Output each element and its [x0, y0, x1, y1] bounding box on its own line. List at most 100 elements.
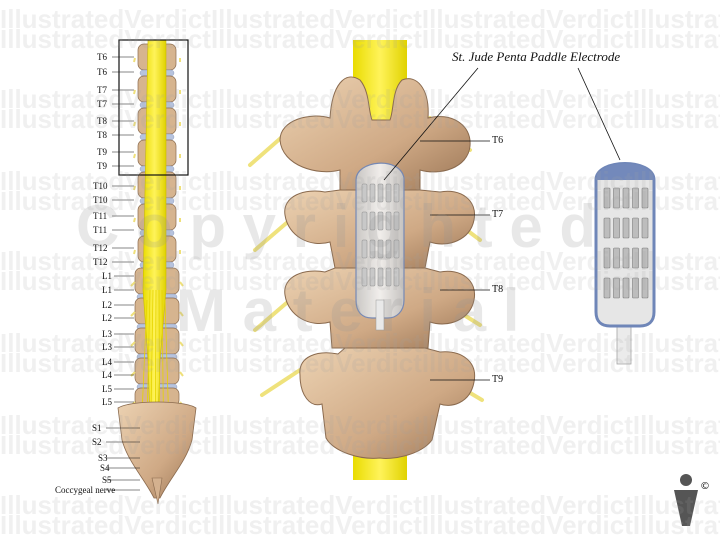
watermark-row: IllustratedVerdictIllustratedVerdictIllu… — [0, 4, 720, 34]
implanted-contact — [377, 211, 384, 231]
label-t10-lower: T10 — [93, 195, 108, 205]
label-t12-upper: T12 — [93, 243, 108, 253]
label-t7-upper: T7 — [97, 85, 107, 95]
label-l4-upper: L4 — [102, 357, 112, 367]
watermark-row: IllustratedVerdictIllustratedVerdictIllu… — [0, 348, 720, 378]
electrode-contact — [641, 187, 649, 209]
electrode-contact — [622, 247, 630, 269]
watermark-row: IllustratedVerdictIllustratedVerdictIllu… — [0, 430, 720, 460]
nerve-root — [133, 57, 136, 63]
label-s4: S4 — [100, 463, 110, 473]
implanted-contact — [361, 183, 368, 203]
electrode-contact — [622, 277, 630, 299]
label-l1-lower: L1 — [102, 285, 112, 295]
implanted-contact — [393, 267, 400, 287]
nerve-root — [179, 311, 184, 317]
implanted-contacts — [361, 183, 400, 287]
nerve-root — [133, 121, 136, 127]
watermark-row: IllustratedVerdictIllustratedVerdictIllu… — [0, 24, 720, 54]
implanted-contact — [385, 239, 392, 259]
electrode-contact — [603, 277, 611, 299]
implanted-contact — [377, 239, 384, 259]
label-t8-lower: T8 — [97, 130, 107, 140]
watermark-row: IllustratedVerdictIllustratedVerdictIllu… — [0, 246, 720, 276]
label-l2-upper: L2 — [102, 300, 112, 310]
detail-vertebra-t6 — [279, 76, 471, 191]
label-l5-lower: L5 — [102, 397, 112, 407]
electrode-tip-cap — [596, 163, 654, 180]
label-l2-lower: L2 — [102, 313, 112, 323]
full-spine — [117, 39, 197, 505]
implanted-contact — [361, 239, 368, 259]
illustrated-verdict-logo — [674, 474, 698, 526]
implanted-contact — [369, 211, 376, 231]
electrode-contact — [632, 247, 639, 269]
nerve-root — [133, 217, 136, 223]
implanted-contact — [369, 239, 376, 259]
implanted-contact — [393, 183, 400, 203]
watermark-row: IllustratedVerdictIllustratedVerdictIllu… — [0, 490, 720, 520]
coccyx — [151, 477, 163, 505]
label-t12-lower: T12 — [93, 257, 108, 267]
implanted-paddle-electrode — [355, 162, 405, 331]
electrode-contact — [641, 217, 649, 239]
electrode-contact — [613, 217, 620, 239]
detail-label-t8: T8 — [492, 284, 504, 295]
label-t11-upper: T11 — [93, 211, 108, 221]
nerve-root — [130, 281, 136, 287]
implanted-contact — [385, 267, 392, 287]
implanted-contact — [369, 267, 376, 287]
nerve-root — [179, 281, 184, 287]
electrode-contact — [613, 187, 620, 209]
region-highlight-box — [118, 39, 189, 176]
electrode-contact — [603, 247, 611, 269]
sacrum — [117, 401, 197, 499]
label-l1-upper: L1 — [102, 271, 112, 281]
label-coccygeal-nerve: Coccygeal nerve — [55, 485, 116, 495]
electrode-contact — [613, 247, 620, 269]
nerve-root — [130, 311, 136, 317]
electrode-contact — [603, 217, 611, 239]
paddle-electrode — [594, 162, 656, 365]
leader-lines — [383, 67, 621, 381]
watermark-row: IllustratedVerdictIllustratedVerdictIllu… — [0, 328, 720, 358]
implanted-contact — [385, 211, 392, 231]
electrode-contact — [632, 187, 639, 209]
nerve-root — [133, 249, 136, 255]
spine-leader-lines — [106, 56, 140, 491]
label-t10-upper: T10 — [93, 181, 108, 191]
label-l4-lower: L4 — [102, 370, 112, 380]
electrode-contact — [613, 277, 620, 299]
detail-spine — [248, 40, 484, 480]
label-t6-lower: T6 — [97, 67, 107, 77]
implanted-contact — [385, 183, 392, 203]
watermark-copyrighted: C o p y r i g h t e d — [76, 193, 597, 260]
label-t9-lower: T9 — [97, 161, 107, 171]
watermark-row: IllustratedVerdictIllustratedVerdictIllu… — [0, 84, 720, 114]
electrode-contacts — [603, 187, 649, 299]
nerve-root — [130, 341, 136, 347]
implanted-contact — [393, 239, 400, 259]
nerve-root — [130, 371, 136, 377]
detail-label-t9: T9 — [492, 374, 504, 385]
detail-label-t7: T7 — [492, 209, 504, 220]
label-l3-lower: L3 — [102, 342, 112, 352]
label-t7-lower: T7 — [97, 99, 107, 109]
watermark-material: M a t e r i a l — [176, 277, 520, 344]
electrode-contact — [622, 187, 630, 209]
watermark-row: IllustratedVerdictIllustratedVerdictIllu… — [0, 186, 720, 216]
label-s3: S3 — [98, 453, 108, 463]
label-s5: S5 — [102, 475, 112, 485]
electrode-contact — [641, 277, 649, 299]
implanted-contact — [377, 183, 384, 203]
watermark-row: IllustratedVerdictIllustratedVerdictIllu… — [0, 166, 720, 196]
label-t6-upper: T6 — [97, 52, 107, 62]
electrode-contact — [603, 187, 611, 209]
watermark-row: IllustratedVerdictIllustratedVerdictIllu… — [0, 510, 720, 540]
electrode-title: St. Jude Penta Paddle Electrode — [452, 49, 621, 64]
label-l3-upper: L3 — [102, 329, 112, 339]
label-l5-upper: L5 — [102, 384, 112, 394]
electrode-contact — [641, 247, 649, 269]
label-s2: S2 — [92, 437, 102, 447]
